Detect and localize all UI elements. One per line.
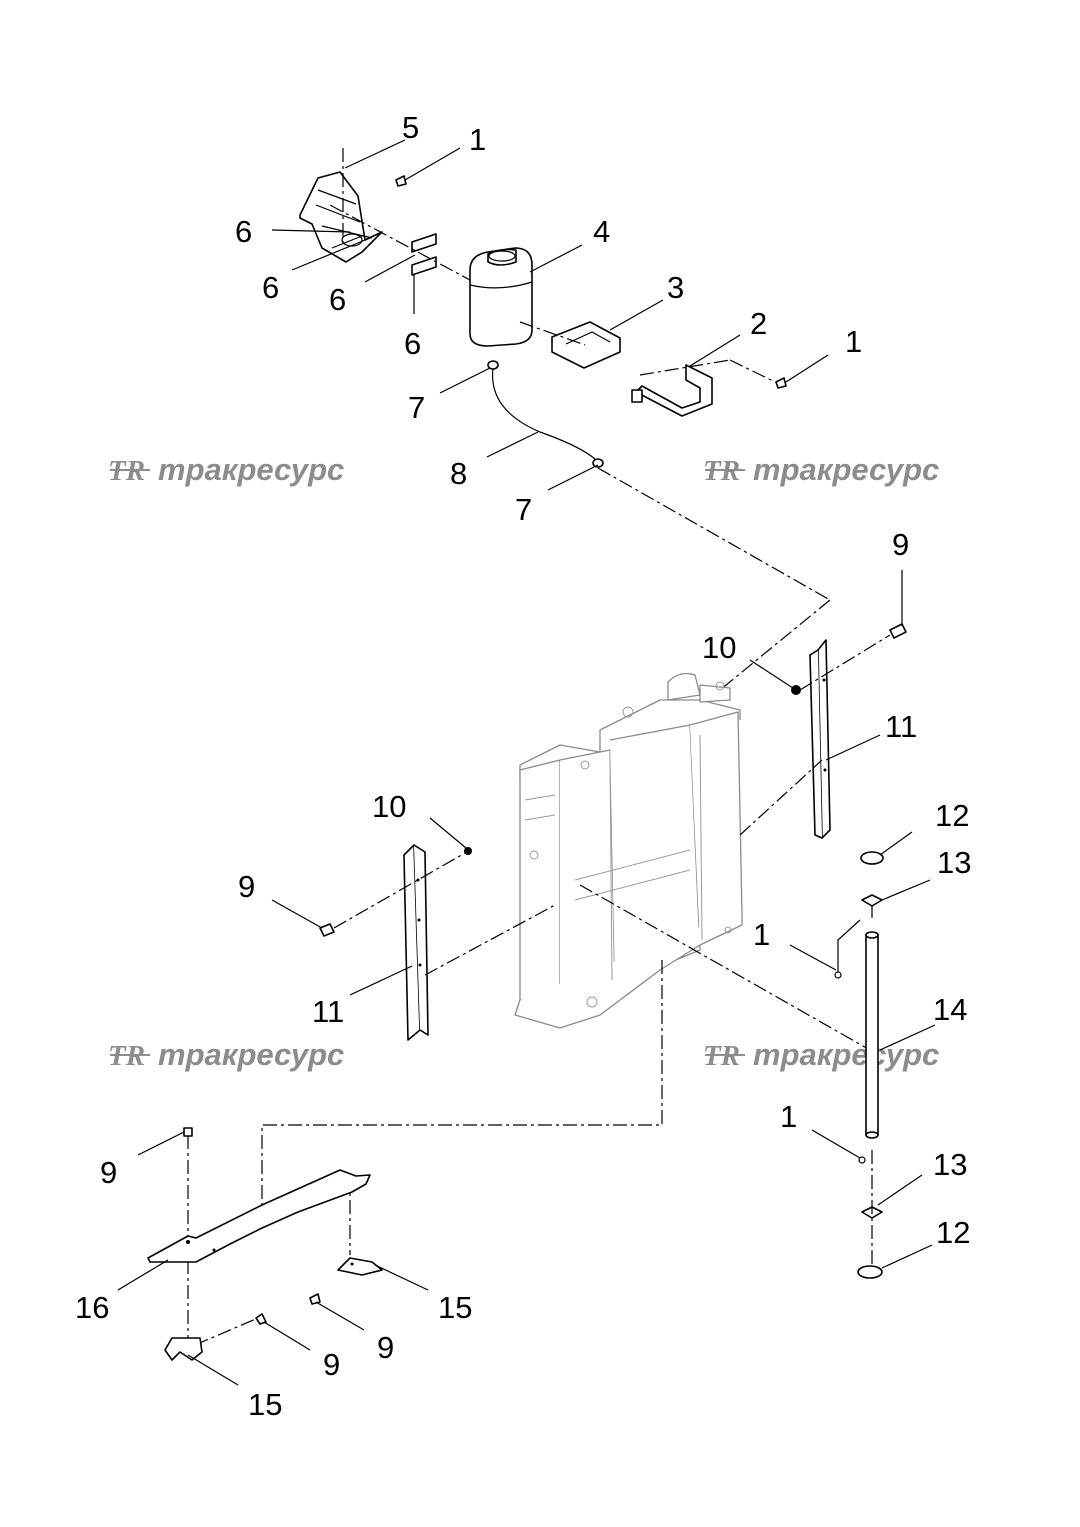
callout-6: 6 bbox=[329, 282, 346, 317]
callout-1: 1 bbox=[780, 1099, 797, 1134]
part-14-tube bbox=[865, 931, 879, 1139]
part-8-hose bbox=[487, 360, 604, 468]
watermark-bottom-right: TR тракресурс bbox=[703, 1037, 939, 1072]
callout-9: 9 bbox=[377, 1330, 394, 1365]
part-1-bolt-top bbox=[395, 175, 407, 187]
callout-10: 10 bbox=[372, 789, 406, 824]
part-15-bracket-left bbox=[164, 1337, 203, 1361]
callout-15: 15 bbox=[248, 1387, 282, 1422]
callout-1: 1 bbox=[845, 324, 862, 359]
part-15-bracket-right bbox=[337, 1257, 383, 1276]
callout-7: 7 bbox=[515, 492, 532, 527]
callout-11: 11 bbox=[312, 994, 344, 1029]
callout-2: 2 bbox=[750, 306, 767, 341]
leader-lines bbox=[117, 139, 936, 1386]
callout-9: 9 bbox=[238, 869, 255, 904]
callout-8: 8 bbox=[450, 456, 467, 491]
watermark-text: тракресурс bbox=[158, 452, 344, 487]
part-11-right-bracket bbox=[809, 639, 831, 839]
part-9-bolt-bottom-low bbox=[255, 1313, 267, 1325]
part-6-pads bbox=[411, 233, 437, 276]
part-12-o-ring-bottom bbox=[857, 1265, 883, 1279]
callout-labels: 5 1 6 6 6 6 4 3 2 1 7 8 7 9 10 11 10 12 … bbox=[75, 110, 971, 1422]
callout-12: 12 bbox=[936, 1215, 970, 1250]
part-9-bolt-bottom-mid bbox=[309, 1293, 321, 1305]
callout-16: 16 bbox=[75, 1290, 109, 1325]
watermark-text: тракресурс bbox=[753, 1037, 939, 1072]
callout-3: 3 bbox=[667, 270, 684, 305]
part-5-mounting-bracket bbox=[299, 148, 383, 263]
watermark-text: тракресурс bbox=[158, 1037, 344, 1072]
callout-12: 12 bbox=[935, 798, 969, 833]
callout-1: 1 bbox=[469, 122, 486, 157]
part-13-clamp-bottom bbox=[858, 1150, 883, 1270]
part-9-bolt-top-right bbox=[889, 623, 907, 639]
watermark-text: тракресурс bbox=[753, 452, 939, 487]
side-centerlines bbox=[333, 634, 891, 1051]
part-1-bolt-right bbox=[775, 377, 787, 389]
callout-15: 15 bbox=[438, 1290, 472, 1325]
callout-5: 5 bbox=[402, 110, 419, 145]
callout-13: 13 bbox=[937, 845, 971, 880]
part-2-strap bbox=[631, 364, 713, 417]
callout-11: 11 bbox=[885, 709, 917, 744]
callout-9: 9 bbox=[100, 1155, 117, 1190]
callout-4: 4 bbox=[593, 214, 610, 249]
watermark-top-left: TR тракресурс bbox=[108, 452, 344, 487]
callout-9: 9 bbox=[892, 527, 909, 562]
part-4-reservoir-tank bbox=[469, 247, 533, 347]
watermark-top-right: TR тракресурс bbox=[703, 452, 939, 487]
callout-6: 6 bbox=[262, 270, 279, 305]
part-16-plate bbox=[147, 1169, 371, 1263]
callout-6: 6 bbox=[404, 326, 421, 361]
part-11-left-bracket bbox=[403, 844, 429, 1041]
radiator-core bbox=[514, 672, 743, 1029]
callout-13: 13 bbox=[933, 1147, 967, 1182]
part-9-bolt-bottom-top bbox=[183, 1127, 193, 1137]
top-assembly-centerlines bbox=[329, 204, 831, 691]
part-3-band bbox=[551, 321, 621, 369]
watermark-bottom-left: TR тракресурс bbox=[108, 1037, 344, 1072]
callout-10: 10 bbox=[702, 630, 736, 665]
part-10-nut-left bbox=[464, 847, 472, 855]
callout-14: 14 bbox=[933, 992, 967, 1027]
part-12-o-ring-top bbox=[860, 851, 884, 865]
callout-7: 7 bbox=[408, 390, 425, 425]
callout-1: 1 bbox=[753, 917, 770, 952]
callout-6: 6 bbox=[235, 214, 252, 249]
callout-9: 9 bbox=[323, 1347, 340, 1382]
part-9-bolt-left bbox=[319, 923, 335, 937]
